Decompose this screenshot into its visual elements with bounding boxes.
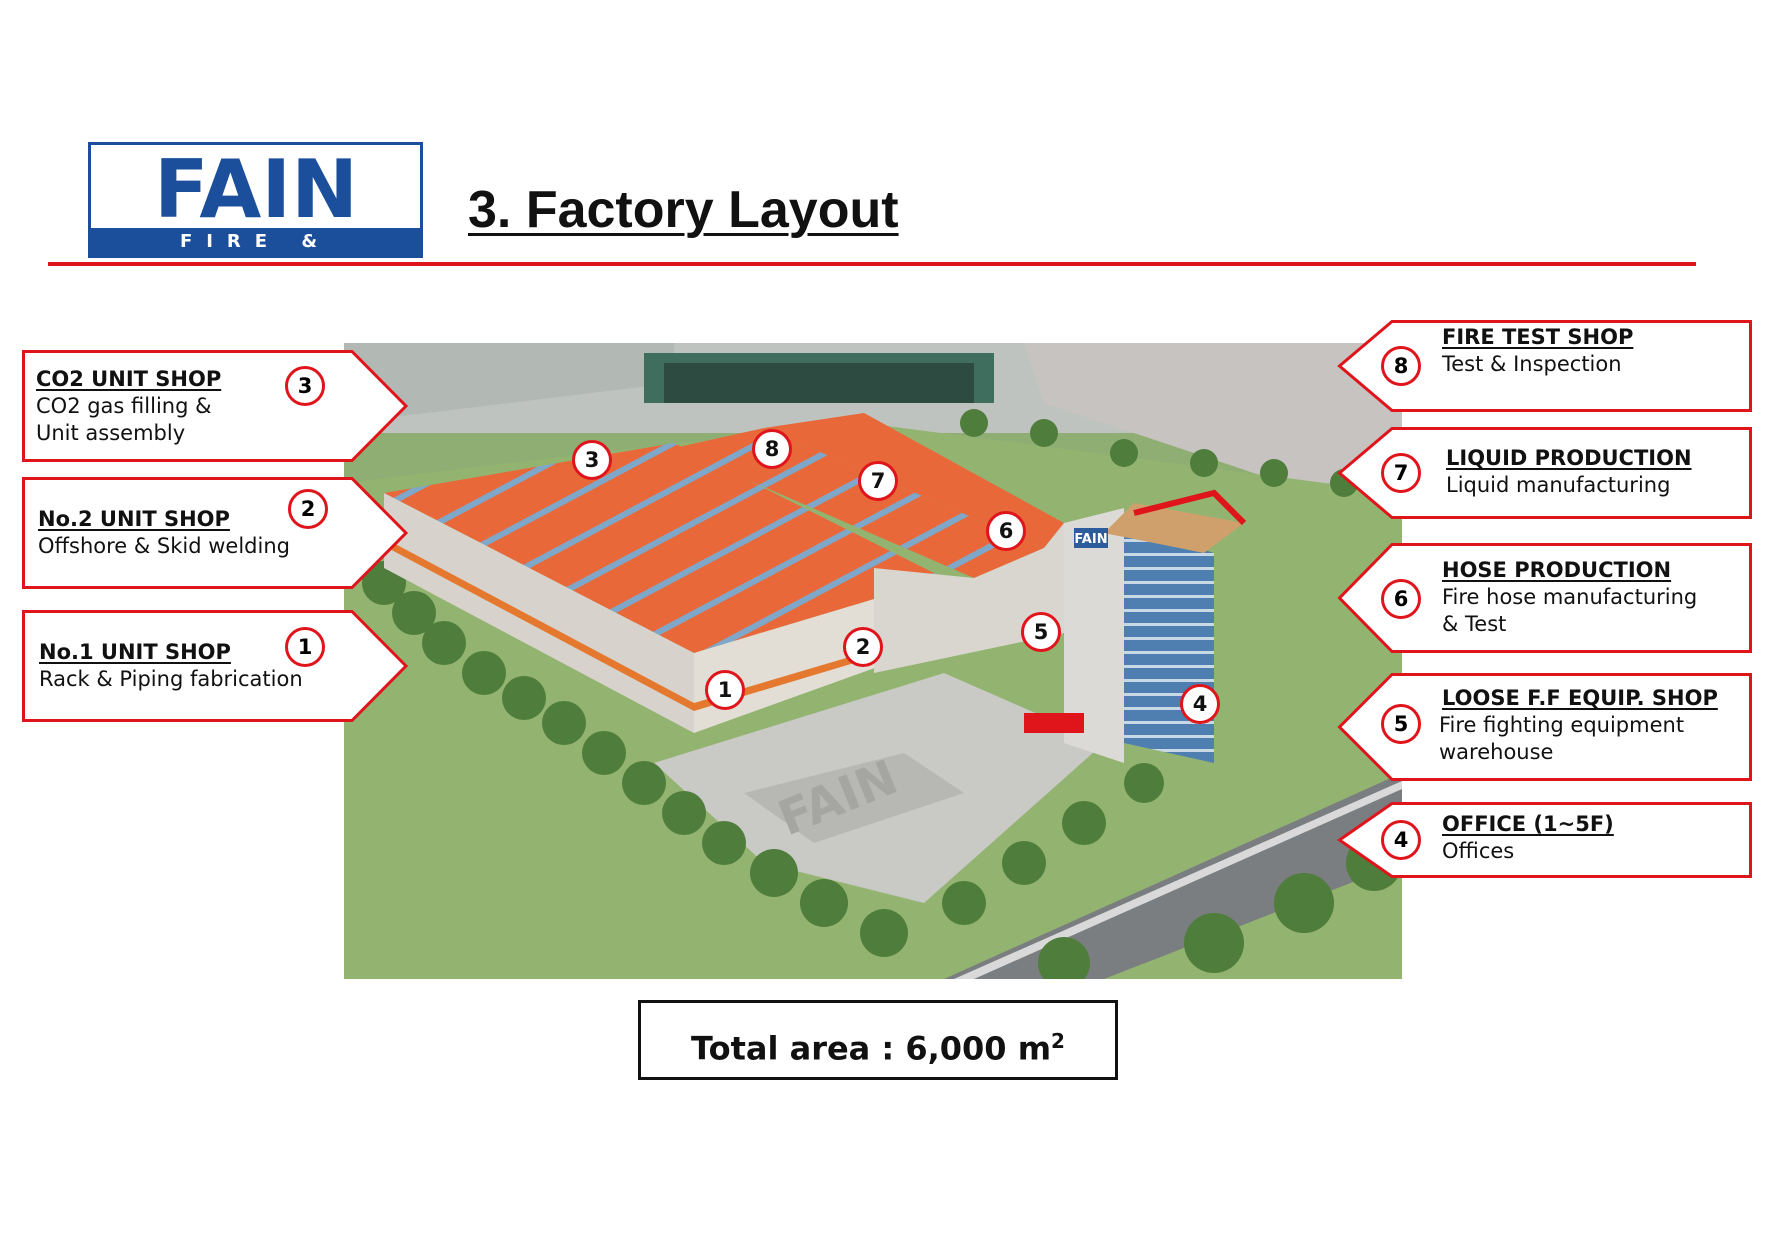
callout-title: LOOSE F.F EQUIP. SHOP — [1442, 686, 1718, 710]
callout-number: 6 — [1381, 579, 1421, 619]
map-marker-7: 7 — [858, 461, 898, 501]
logo-subtitle: FIRE & SAFETY — [91, 228, 420, 279]
total-area-box: Total area : 6,000 m2 — [638, 1000, 1118, 1080]
callout-loose-ff-equip-shop: LOOSE F.F EQUIP. SHOP Fire fighting equi… — [1337, 673, 1752, 781]
tower-sign-text: FAIN — [1074, 532, 1107, 547]
map-marker-2: 2 — [843, 627, 883, 667]
callout-description: Offices — [1442, 839, 1515, 863]
fain-logo: FAIN FIRE & SAFETY — [88, 142, 423, 279]
total-area-superscript: 2 — [1051, 1029, 1065, 1053]
callout-number: 4 — [1381, 820, 1421, 860]
callout-description: Test & Inspection — [1442, 352, 1622, 376]
callout-no1-unit-shop: No.1 UNIT SHOP Rack & Piping fabrication… — [22, 610, 409, 722]
callout-description: Rack & Piping fabrication — [39, 667, 303, 691]
factory-aerial-image: FAIN FAIN — [344, 343, 1402, 979]
logo-word-text: FAIN — [154, 153, 358, 227]
callout-title: OFFICE (1~5F) — [1442, 812, 1614, 836]
callout-title: FIRE TEST SHOP — [1442, 325, 1634, 349]
callout-co2-unit-shop: CO2 UNIT SHOP CO2 gas filling & Unit ass… — [22, 350, 409, 462]
page-title: 3. Factory Layout — [468, 181, 899, 239]
callout-number: 3 — [285, 366, 325, 406]
callout-title: No.2 UNIT SHOP — [38, 507, 230, 531]
logo-wordmark: FAIN — [154, 153, 358, 227]
callout-number: 1 — [285, 627, 325, 667]
callout-description: Liquid manufacturing — [1446, 473, 1671, 497]
map-marker-3: 3 — [572, 440, 612, 480]
callout-office: OFFICE (1~5F) Offices 4 — [1336, 802, 1752, 878]
map-marker-4: 4 — [1180, 684, 1220, 724]
map-marker-8: 8 — [752, 429, 792, 469]
callout-description: Offshore & Skid welding — [38, 534, 290, 558]
callout-description: Fire hose manufacturing & Test — [1442, 585, 1698, 636]
callout-title: CO2 UNIT SHOP — [36, 367, 222, 391]
map-marker-1: 1 — [705, 670, 745, 710]
callout-number: 8 — [1381, 346, 1421, 386]
callout-no2-unit-shop: No.2 UNIT SHOP Offshore & Skid welding 2 — [22, 477, 409, 589]
callout-liquid-production: LIQUID PRODUCTION Liquid manufacturing 7 — [1337, 427, 1752, 519]
total-area-label: Total area : 6,000 m — [691, 1029, 1052, 1068]
callout-number: 2 — [288, 489, 328, 529]
callout-hose-production: HOSE PRODUCTION Fire hose manufacturing … — [1337, 543, 1752, 653]
title-divider — [48, 262, 1696, 266]
map-marker-6: 6 — [986, 511, 1026, 551]
callout-description: CO2 gas filling & Unit assembly — [36, 394, 212, 445]
callout-description: Fire fighting equipment warehouse — [1439, 713, 1685, 764]
callout-number: 7 — [1381, 453, 1421, 493]
callout-number: 5 — [1381, 704, 1421, 744]
callout-fire-test-shop: FIRE TEST SHOP Test & Inspection 8 — [1337, 320, 1752, 412]
callout-title: LIQUID PRODUCTION — [1446, 446, 1692, 470]
callout-title: No.1 UNIT SHOP — [39, 640, 231, 664]
callout-title: HOSE PRODUCTION — [1442, 558, 1672, 582]
map-marker-5: 5 — [1021, 612, 1061, 652]
